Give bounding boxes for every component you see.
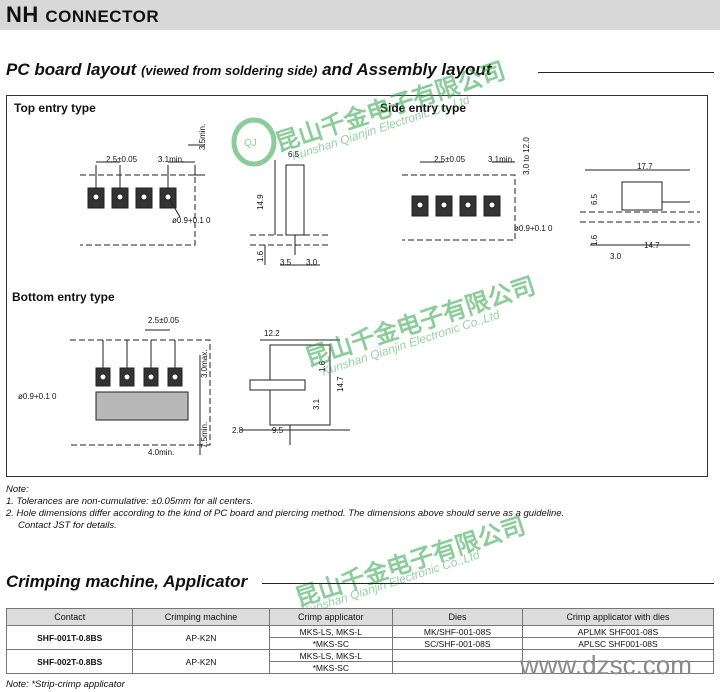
- dim-bottom-hole: ø0.9+0.1 0: [18, 392, 57, 401]
- th-applicator-dies: Crimp applicator with dies: [521, 608, 715, 626]
- watermark-site: www.dzsc.com: [520, 650, 692, 680]
- note-2b: Contact JST for details.: [18, 520, 117, 531]
- dim-bottom-min1: 7.5min.: [200, 421, 209, 448]
- dim-side-range: 3.0 to 12.0: [522, 137, 531, 175]
- drawing-frame: [6, 95, 708, 477]
- cell-applicator-dies: APLMK SHF001-08S: [521, 625, 715, 638]
- section-pcb-b: and Assembly layout: [317, 60, 492, 79]
- table-row: SHF-002T-0.8BS AP-K2N MKS-LS, MKS-L: [5, 649, 715, 674]
- th-contact: Contact: [5, 608, 134, 626]
- cell-dies: [392, 649, 523, 662]
- dim-bottom-b2: 9.5: [272, 426, 284, 435]
- section-pcb-a: PC board layout: [6, 60, 142, 79]
- dim-side-a: 1.6: [590, 234, 599, 246]
- watermark-logo-icon: QJ: [231, 117, 277, 167]
- page-title: NH CONNECTOR: [6, 2, 159, 28]
- th-machine: Crimping machine: [132, 608, 270, 626]
- dim-top-asm-c: 3.0: [306, 258, 318, 267]
- cell-machine: AP-K2N: [132, 625, 270, 650]
- table-header-row: Contact Crimping machine Crimp applicato…: [5, 608, 715, 626]
- note-1: 1. Tolerances are non-cumulative: ±0.05m…: [6, 496, 254, 507]
- cell-applicator-dies: APLSC SHF001-08S: [521, 637, 715, 650]
- cell-applicator: MKS-LS, MKS-L: [268, 625, 394, 638]
- cell-applicator-dies: [521, 661, 715, 674]
- table-row: *MKS-SC: [7, 661, 715, 674]
- dim-side-b: 14.7: [644, 241, 660, 250]
- section-pcb-sub: (viewed from soldering side): [141, 63, 318, 78]
- dim-top-edge: 3.1min.: [158, 155, 185, 164]
- side-entry-drawing: [402, 161, 700, 246]
- cell-applicator: MKS-LS, MKS-L: [268, 649, 394, 662]
- dim-top-asm-w: 6.5: [288, 150, 300, 159]
- header-bar: [0, 0, 720, 30]
- dim-side-edge: 3.1min.: [488, 155, 515, 164]
- dim-side-w: 17.7: [637, 162, 653, 171]
- dim-bottom-b1: 2.8: [232, 426, 244, 435]
- dim-top-side: 3.5min.: [198, 123, 207, 150]
- title-nh: NH: [6, 2, 39, 27]
- dim-bottom-min2: 4.0min.: [148, 448, 175, 457]
- th-applicator: Crimp applicator: [268, 608, 394, 626]
- note-2: 2. Hole dimensions differ according to t…: [6, 508, 565, 519]
- dim-top-hole: ø0.9+0.1 0: [172, 216, 211, 225]
- table-row: SHF-001T-0.8BS AP-K2N MKS-LS, MKS-L MK/S…: [5, 625, 715, 650]
- notes-head: Note:: [6, 484, 29, 495]
- table-footnote: Note: *Strip-crimp applicator: [6, 679, 125, 690]
- section-pcb-rule: [538, 72, 714, 73]
- dim-top-asm-h: 14.9: [256, 194, 265, 210]
- cell-applicator: *MKS-SC: [268, 637, 394, 650]
- watermark-logo-text: QJ: [244, 138, 257, 149]
- section-crimp-title: Crimping machine, Applicator: [6, 572, 248, 591]
- dim-side-hole: ø0.9+0.1 0: [514, 224, 553, 233]
- dim-bottom-h3: 3.1: [312, 398, 321, 410]
- table-row: *MKS-SC SC/SHF-001-08S APLSC SHF001-08S: [7, 637, 715, 650]
- dim-bottom-h2: 14.7: [336, 376, 345, 392]
- label-bottom-entry: Bottom entry type: [12, 290, 115, 304]
- dim-bottom-pitch: 2.5±0.05: [148, 316, 180, 325]
- dim-side-pitch: 2.5±0.05: [434, 155, 466, 164]
- cell-contact: SHF-001T-0.8BS: [5, 625, 134, 650]
- cell-machine: AP-K2N: [132, 649, 270, 674]
- dim-top-asm-a: 1.6: [256, 250, 265, 262]
- crimp-table: Contact Crimping machine Crimp applicato…: [5, 608, 715, 674]
- section-crimp-rule: [262, 583, 714, 584]
- cell-applicator: *MKS-SC: [268, 661, 394, 674]
- label-top-entry: Top entry type: [14, 101, 96, 115]
- section-pcb-title: PC board layout (viewed from soldering s…: [6, 60, 492, 80]
- dim-bottom-w: 12.2: [264, 329, 280, 338]
- cell-contact: SHF-002T-0.8BS: [5, 649, 134, 674]
- dim-top-asm-b: 3.5: [280, 258, 292, 267]
- cell-dies: MK/SHF-001-08S: [392, 625, 523, 638]
- bottom-entry-drawing: [70, 329, 350, 455]
- dim-bottom-max: 3.0max.: [200, 349, 209, 378]
- dim-top-pitch: 2.5±0.05: [106, 155, 138, 164]
- dim-side-c: 3.0: [610, 252, 622, 261]
- cell-dies: SC/SHF-001-08S: [392, 637, 523, 650]
- th-dies: Dies: [392, 608, 523, 626]
- cell-dies: [392, 661, 523, 674]
- label-side-entry: Side entry type: [380, 101, 467, 115]
- dim-side-h: 6.5: [590, 193, 599, 205]
- title-rest: CONNECTOR: [45, 7, 160, 26]
- top-entry-drawing: [80, 144, 330, 266]
